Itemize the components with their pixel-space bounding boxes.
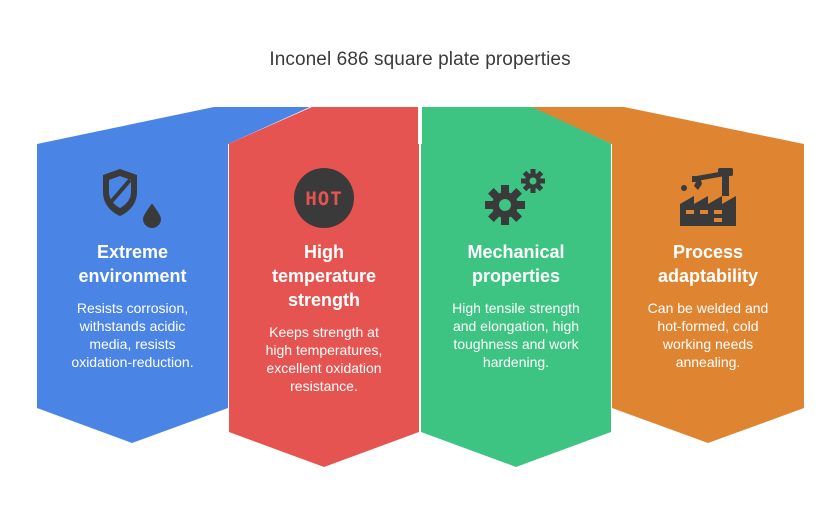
green-panel bbox=[421, 144, 611, 467]
card-heading: Mechanical properties bbox=[467, 242, 565, 286]
card-high-temperature-strength: High temperature strength Keeps strength… bbox=[229, 240, 419, 395]
card-mechanical-properties: Mechanical properties High tensile stren… bbox=[421, 240, 611, 371]
hot-badge-icon: HOT bbox=[294, 168, 354, 228]
card-extreme-environment: Extreme environment Resists corrosion, w… bbox=[37, 240, 228, 371]
hot-badge-text: HOT bbox=[305, 188, 342, 210]
diagram-title: Inconel 686 square plate properties bbox=[269, 49, 571, 70]
card-process-adaptability: Process adaptability Can be welded and h… bbox=[612, 240, 804, 371]
card-heading: High temperature strength bbox=[271, 242, 377, 310]
blue-panel-top-fold bbox=[37, 107, 310, 144]
green-panel-top-fold bbox=[422, 107, 612, 144]
card-heading: Extreme environment bbox=[78, 242, 187, 286]
card-heading: Process adaptability bbox=[657, 242, 759, 286]
factory-robot-icon bbox=[680, 168, 736, 226]
shield-drop-icon bbox=[103, 169, 164, 231]
red-panel-top-fold bbox=[228, 107, 418, 144]
gears-icon bbox=[485, 169, 545, 225]
card-description: Can be welded and hot-formed, cold worki… bbox=[647, 300, 769, 370]
card-description: High tensile strength and elongation, hi… bbox=[452, 300, 580, 370]
blue-panel bbox=[37, 144, 228, 443]
card-description: Resists corrosion, withstands acidic med… bbox=[71, 300, 194, 370]
card-description: Keeps strength at high temperatures, exc… bbox=[265, 324, 383, 394]
red-panel bbox=[229, 144, 419, 467]
orange-panel-top-fold bbox=[530, 107, 804, 144]
orange-panel bbox=[612, 144, 804, 443]
